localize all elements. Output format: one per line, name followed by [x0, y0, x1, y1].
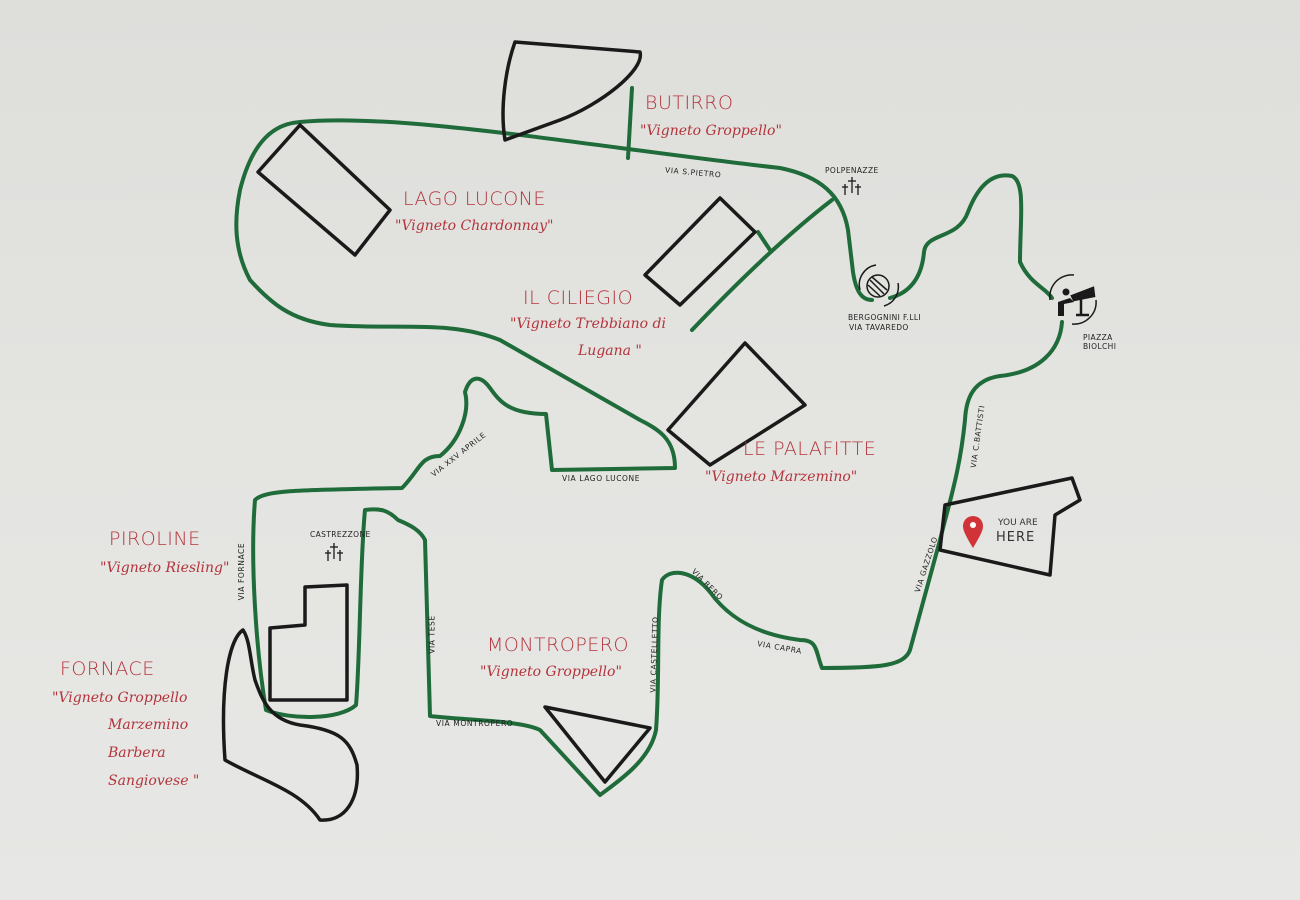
vineyard-piroline-plot	[268, 583, 349, 702]
vineyard-name: LAGO LUCONE	[403, 188, 546, 210]
vineyard-variety: Sangiovese "	[108, 773, 200, 789]
vineyard-name: LE PALAFITTE	[743, 438, 877, 460]
poi-polpenazze-label: POLPENAZZE	[825, 166, 879, 175]
you-are-here-label: YOU ARE	[998, 518, 1038, 528]
road-branch-diagonal	[690, 198, 834, 332]
vineyard-variety: Marzemino	[108, 717, 189, 733]
road-label: VIA TESE	[427, 615, 437, 654]
vineyard-name: IL CILIEGIO	[523, 287, 634, 309]
church-cross-icon	[842, 177, 861, 195]
vineyard-le-palafitte-plot	[666, 341, 807, 467]
poi-bergognini-address: VIA TAVAREDO	[849, 323, 909, 332]
vineyard-montropero-plot	[543, 705, 652, 784]
road-label: VIA LAGO LUCONE	[562, 474, 641, 483]
vineyard-variety: "Vigneto Chardonnay"	[395, 218, 554, 234]
winery-barrel-icon	[858, 264, 900, 307]
vineyard-il-ciliegio-plot	[643, 196, 757, 307]
vineyard-variety: "Vigneto Groppello"	[640, 123, 782, 139]
vineyard-name: BUTIRRO	[645, 92, 734, 114]
church-cross-icon	[325, 543, 343, 561]
vineyard-variety: Barbera	[108, 745, 166, 761]
vineyard-variety: Lugana "	[578, 343, 642, 359]
road-label: VIA FORNACE	[237, 542, 247, 601]
vineyard-variety: "Vigneto Groppello"	[480, 664, 622, 680]
poi-bergognini-label: BERGOGNINI F.LLI	[848, 313, 922, 322]
poi-castrezzone-label: CASTREZZONE	[310, 530, 371, 539]
poi-piazza-label-2: BIOLCHI	[1083, 342, 1117, 351]
vineyard-name: PIROLINE	[109, 528, 201, 550]
poi-piazza-label: PIAZZA	[1083, 333, 1113, 342]
road-branch-butirro	[626, 86, 634, 160]
vineyard-fornace-plot	[221, 628, 360, 822]
you-are-here-label-2: HERE	[996, 530, 1036, 545]
vineyard-butirro-plot	[501, 40, 642, 142]
vineyard-variety: "Vigneto Groppello	[52, 690, 188, 706]
telescope-viewpoint-icon	[1049, 274, 1097, 325]
vineyard-lago-lucone-plot	[256, 123, 392, 257]
vineyard-name: MONTROPERO	[487, 634, 629, 656]
vineyard-variety: "Vigneto Riesling"	[100, 560, 230, 576]
location-pin-icon	[963, 516, 983, 548]
vineyard-variety: "Vigneto Trebbiano di	[510, 316, 666, 332]
you-are-here-plot	[938, 476, 1082, 577]
road-main-loop	[234, 118, 1064, 797]
vineyard-name: FORNACE	[60, 658, 155, 680]
road-label: VIA MONTROPERO	[436, 719, 514, 728]
vineyard-variety: "Vigneto Marzemino"	[705, 469, 858, 485]
